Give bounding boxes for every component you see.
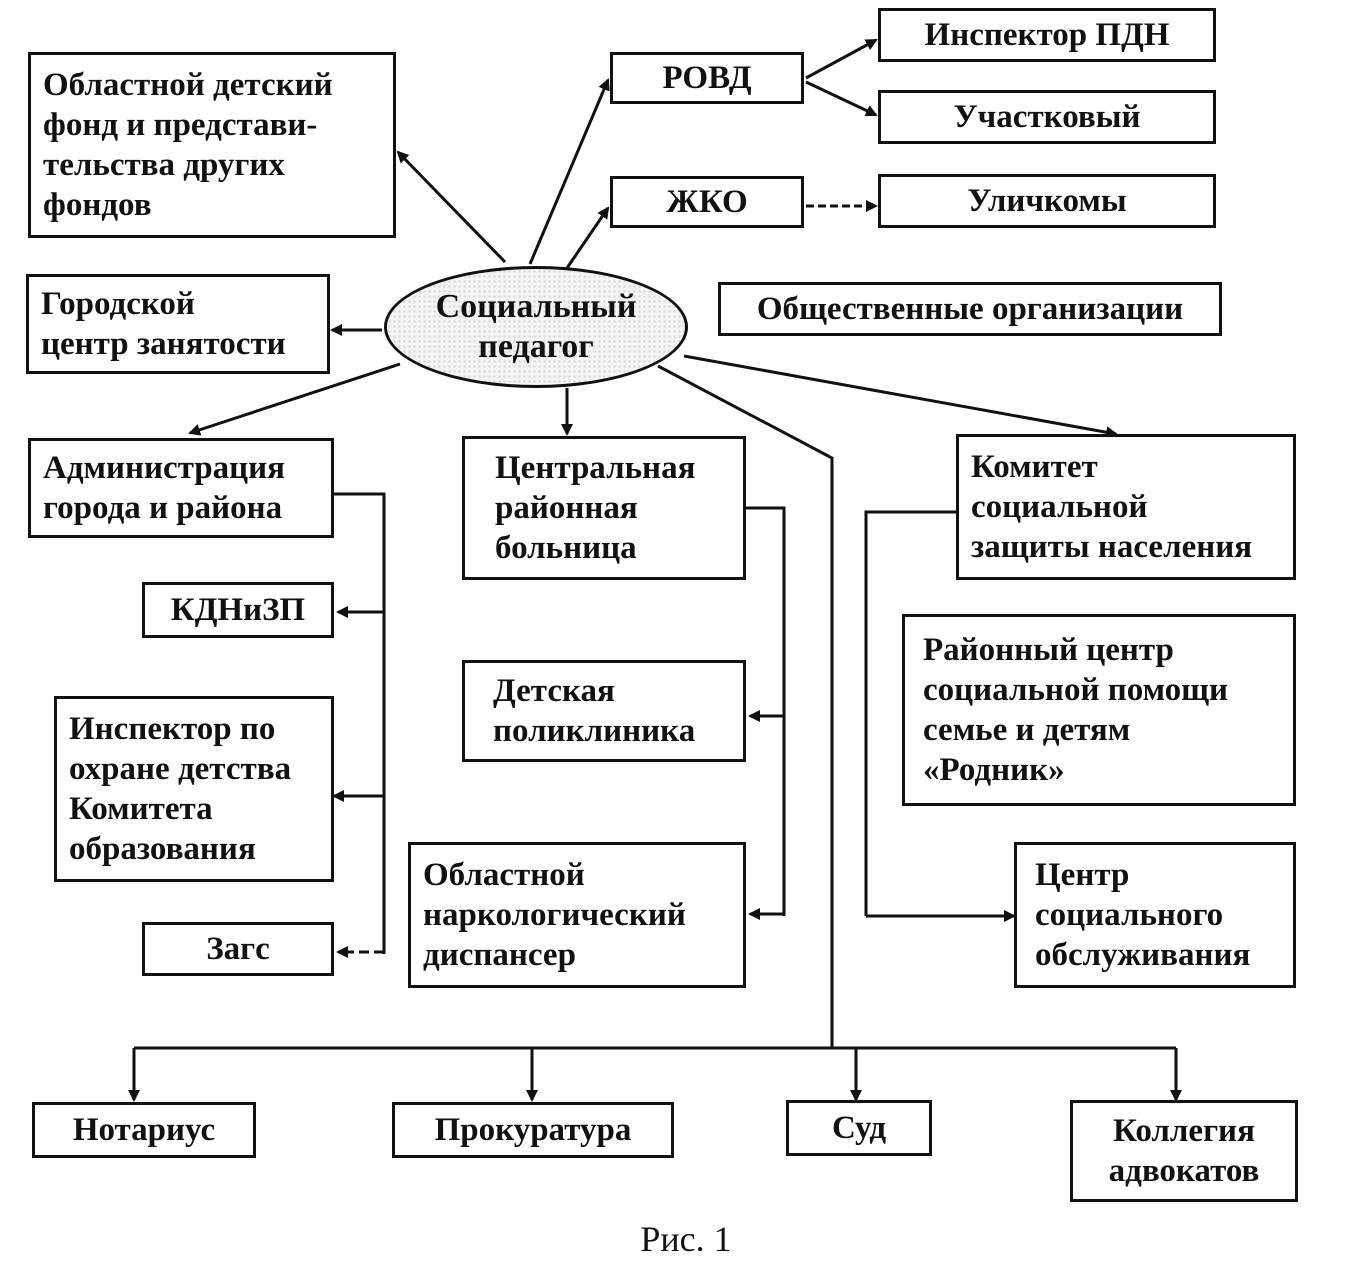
regional-fund-box: Областной детский фонд и представи- тель… [28, 52, 396, 238]
kdnizp-box: КДНиЗП [142, 582, 334, 638]
social-protection-committee-box: Комитет социальной защиты населения [956, 434, 1296, 580]
rodnik-center-box: Районный центр социальной помощи семье и… [902, 614, 1296, 806]
narco-dispensary-box: Областной наркологический диспансер [408, 842, 746, 988]
administration-bracket [334, 492, 386, 954]
child-protection-inspector-box: Инспектор по охране детства Комитета обр… [54, 696, 334, 882]
street-committees-box: Уличкомы [878, 174, 1216, 228]
central-hospital-box: Центральная районная больница [462, 436, 746, 580]
arrow-to-rovd [528, 78, 610, 265]
arrow-to-pdn [805, 38, 878, 80]
social-pedagogue-node: Социальный педагог [384, 266, 688, 388]
arrow-to-district-officer [805, 80, 878, 117]
arrow-to-social-protection [683, 354, 1118, 439]
social-service-center-box: Центр социального обслуживания [1014, 842, 1296, 988]
court-box: Суд [786, 1100, 932, 1156]
arrow-to-zhko [565, 206, 610, 269]
district-officer-box: Участковый [878, 90, 1216, 144]
arrow-to-regional-fund [396, 150, 507, 264]
pdn-inspector-box: Инспектор ПДН [878, 8, 1216, 62]
zags-box: Загс [142, 922, 334, 976]
administration-box: Администрация города и района [28, 438, 334, 538]
bar-association-box: Коллегия адвокатов [1070, 1100, 1298, 1202]
trunk-to-legal [657, 364, 834, 1048]
rovd-box: РОВД [610, 52, 804, 104]
hospital-bracket [746, 506, 786, 916]
child-clinic-box: Детская поликлиника [462, 660, 746, 762]
employment-center-box: Городской центр занятости [26, 274, 330, 374]
notary-box: Нотариус [32, 1102, 256, 1158]
public-organizations-box: Общественные организации [718, 282, 1222, 336]
zhko-box: ЖКО [610, 176, 804, 228]
figure-caption: Рис. 1 [640, 1219, 732, 1259]
prosecutor-box: Прокуратура [392, 1102, 674, 1158]
social-protection-bracket [864, 510, 956, 916]
arrow-to-administration [188, 362, 401, 436]
